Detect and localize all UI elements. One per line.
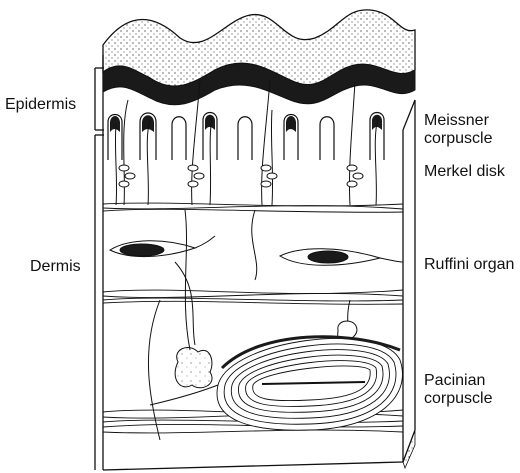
- merkel-disks: [119, 165, 363, 187]
- label-meissner-corpuscle-line2: corpuscle: [424, 129, 492, 148]
- label-ruffini-organ: Ruffini organ: [424, 255, 514, 274]
- ruffini-organ-right: [280, 249, 403, 266]
- ruffini-organ-left: [110, 236, 215, 257]
- label-pacinian-corpuscle-line2: corpuscle: [424, 389, 492, 408]
- nerve-plexus-middle: [103, 290, 403, 304]
- label-meissner-corpuscle-line1: Meissner: [424, 111, 489, 130]
- block-base-shading: [403, 430, 415, 468]
- label-epidermis: Epidermis: [5, 95, 76, 114]
- label-dermis: Dermis: [30, 257, 81, 276]
- label-merkel-disk: Merkel disk: [424, 162, 505, 181]
- free-nerve-ending-cluster: [175, 347, 212, 387]
- label-pacinian-corpuscle-line1: Pacinian: [424, 371, 485, 390]
